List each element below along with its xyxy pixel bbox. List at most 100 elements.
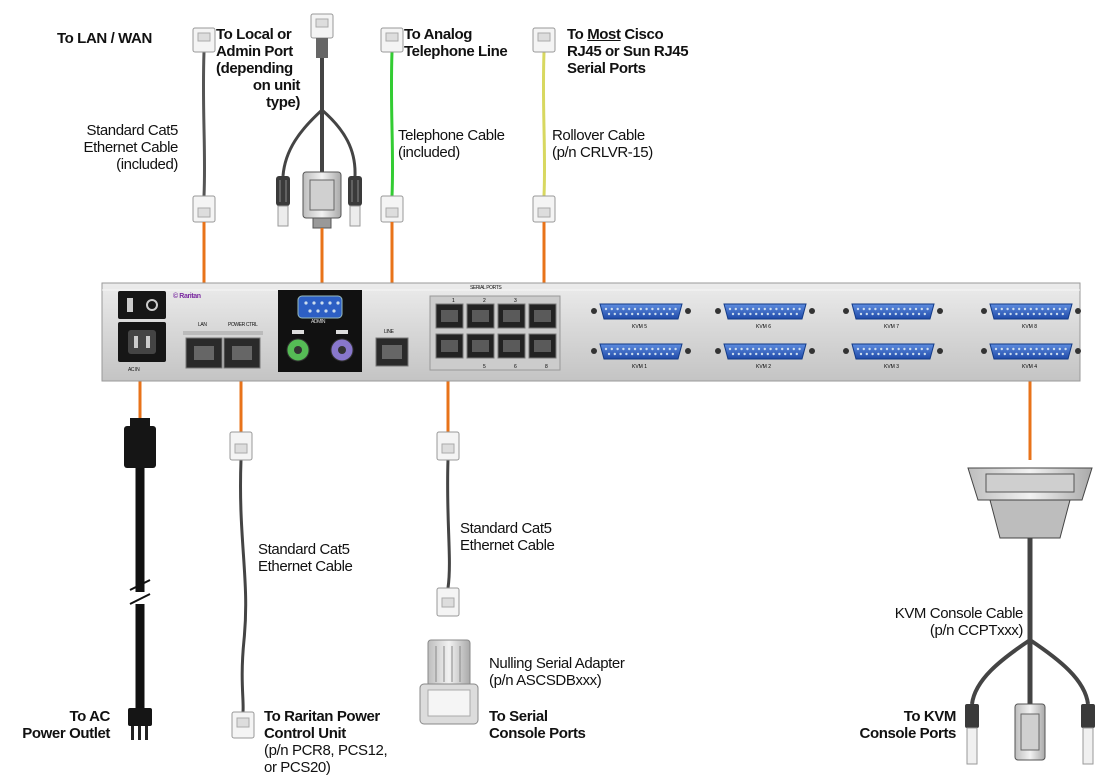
rj45-plug-lan-top bbox=[192, 27, 216, 53]
label-analog-1: To Analog bbox=[404, 26, 473, 43]
kvm-port-label: KVM 5 bbox=[632, 324, 647, 330]
power-ctrl-port-label: POWER CTRL bbox=[228, 322, 258, 328]
modem-port-label: LINE bbox=[384, 329, 394, 335]
kvm-port-label: KVM 3 bbox=[884, 364, 899, 370]
brand-logo: © Raritan bbox=[173, 293, 201, 300]
label-telephone-2: (included) bbox=[398, 144, 460, 161]
label-local-admin-5: type) bbox=[266, 94, 300, 111]
lan-cable bbox=[201, 51, 207, 197]
rj45-plug-phone-top bbox=[380, 27, 404, 53]
label-cat5-serial-2: Ethernet Cable bbox=[460, 537, 555, 554]
label-cat5-top-2: Ethernet Cable bbox=[83, 139, 179, 156]
label-local-admin-2: Admin Port bbox=[216, 43, 293, 60]
serial-port-number: 5 bbox=[483, 364, 486, 370]
label-cisco-3: Serial Ports bbox=[567, 60, 646, 77]
label-ac-2: Power Outlet bbox=[22, 725, 110, 742]
label-rollover-2: (p/n CRLVR-15) bbox=[552, 144, 653, 161]
admin-splitter-cable bbox=[281, 58, 357, 177]
kvm-db25-port[interactable]: KVM 4 bbox=[981, 343, 1081, 370]
telephone-cable bbox=[389, 51, 395, 197]
label-cat5-serial-1: Standard Cat5 bbox=[460, 520, 552, 537]
label-cisco-2: RJ45 or Sun RJ45 bbox=[567, 43, 689, 60]
serial-port[interactable] bbox=[466, 303, 495, 329]
label-nulling-2: (p/n ASCSDBxxx) bbox=[489, 672, 602, 689]
label-kvm-1: To KVM bbox=[903, 708, 957, 725]
label-nulling-1: Nulling Serial Adapter bbox=[489, 655, 625, 672]
modem-port[interactable] bbox=[375, 337, 409, 367]
ps2-plug-left bbox=[276, 176, 290, 227]
ac-power-inlet bbox=[118, 322, 166, 362]
serial-port-number: 1 bbox=[452, 298, 455, 304]
serial-port-number: 6 bbox=[514, 364, 517, 370]
power-inlet-label: AC IN bbox=[128, 367, 140, 373]
lan-port[interactable] bbox=[183, 331, 225, 369]
serial-port[interactable] bbox=[528, 333, 557, 359]
label-kvm-2: Console Ports bbox=[859, 725, 957, 742]
front-panel bbox=[101, 282, 1081, 382]
label-local-admin-4: on unit bbox=[252, 77, 301, 94]
serial-port[interactable] bbox=[466, 333, 495, 359]
ps2-plug-right bbox=[348, 176, 362, 227]
rj45-plug-rollover-bottom bbox=[532, 195, 556, 223]
db9-plug-admin bbox=[302, 171, 342, 229]
label-serial-1: To Serial bbox=[489, 708, 548, 725]
label-rollover-1: Rollover Cable bbox=[552, 127, 645, 144]
kvm-port-label: KVM 4 bbox=[1022, 364, 1037, 370]
admin-port-label: ADMIN bbox=[311, 319, 326, 325]
power-control-cable bbox=[229, 431, 255, 739]
label-raritan-4: or PCS20) bbox=[264, 759, 331, 776]
serial-port[interactable] bbox=[497, 303, 526, 329]
serial-port-number: 3 bbox=[514, 298, 517, 304]
kvm-port-label: KVM 7 bbox=[884, 324, 899, 330]
power-switch[interactable] bbox=[118, 291, 166, 319]
label-local-admin-1: To Local or bbox=[216, 26, 292, 43]
kvm-db25-port[interactable]: KVM 5 bbox=[591, 303, 691, 330]
admin-port-block bbox=[278, 290, 362, 372]
label-local-admin-3: (depending bbox=[216, 60, 293, 77]
kvm-db25-port[interactable]: KVM 2 bbox=[715, 343, 815, 370]
serial-header-label: SERIAL PORTS bbox=[470, 285, 502, 291]
rj45-plug-admin-top bbox=[310, 13, 334, 58]
label-raritan-2: Control Unit bbox=[264, 725, 346, 742]
label-raritan-1: To Raritan Power bbox=[264, 708, 380, 725]
power-ctrl-port[interactable] bbox=[221, 331, 263, 369]
kvm-db25-port[interactable]: KVM 1 bbox=[591, 343, 691, 370]
label-cat5-top-3: (included) bbox=[116, 156, 178, 173]
kvm-db25-port[interactable]: KVM 6 bbox=[715, 303, 815, 330]
rj45-plug-lan-bottom bbox=[192, 195, 216, 223]
label-kvm-cable-2: (p/n CCPTxxx) bbox=[929, 622, 1024, 639]
label-cat5-power-2: Ethernet Cable bbox=[258, 558, 353, 575]
serial-port-block: 1 5 2 6 3 8 bbox=[429, 295, 561, 371]
kvm-console-cable bbox=[965, 467, 1095, 765]
label-to-lan-wan: To LAN / WAN bbox=[57, 30, 152, 47]
nulling-serial-adapter bbox=[419, 639, 479, 725]
kvm-port-label: KVM 8 bbox=[1022, 324, 1037, 330]
rj45-plug-rollover-top bbox=[532, 27, 556, 53]
kvm-db25-port[interactable]: KVM 3 bbox=[843, 343, 943, 370]
serial-port[interactable] bbox=[497, 333, 526, 359]
label-raritan-3: (p/n PCR8, PCS12, bbox=[264, 742, 388, 759]
label-analog-2: Telephone Line bbox=[404, 43, 508, 60]
label-cat5-power-1: Standard Cat5 bbox=[258, 541, 350, 558]
label-telephone-1: Telephone Cable bbox=[398, 127, 505, 144]
kvm-port-label: KVM 1 bbox=[632, 364, 647, 370]
serial-port-number: 2 bbox=[483, 298, 486, 304]
serial-port[interactable] bbox=[435, 303, 464, 329]
serial-port[interactable] bbox=[528, 303, 557, 329]
serial-cat5-cable bbox=[436, 431, 460, 617]
kvm-port-group: KVM 5 KVM 1 KVM 6 KVM 2 KVM 7 KVM 3 KVM 8 KVM 4 bbox=[591, 303, 1081, 370]
rj45-plug-phone-bottom bbox=[380, 195, 404, 223]
kvm-port-label: KVM 2 bbox=[756, 364, 771, 370]
kvm-db25-port[interactable]: KVM 7 bbox=[843, 303, 943, 330]
kvm-db25-port[interactable]: KVM 8 bbox=[981, 303, 1081, 330]
label-kvm-cable-1: KVM Console Cable bbox=[894, 605, 1024, 622]
lan-port-label: LAN bbox=[198, 322, 207, 328]
label-cisco-1: To Most Cisco bbox=[567, 26, 664, 43]
serial-port[interactable] bbox=[435, 333, 464, 359]
label-ac-1: To AC bbox=[69, 708, 111, 725]
rollover-cable bbox=[541, 51, 547, 197]
ac-power-cord bbox=[124, 418, 156, 740]
serial-port-number: 8 bbox=[545, 364, 548, 370]
